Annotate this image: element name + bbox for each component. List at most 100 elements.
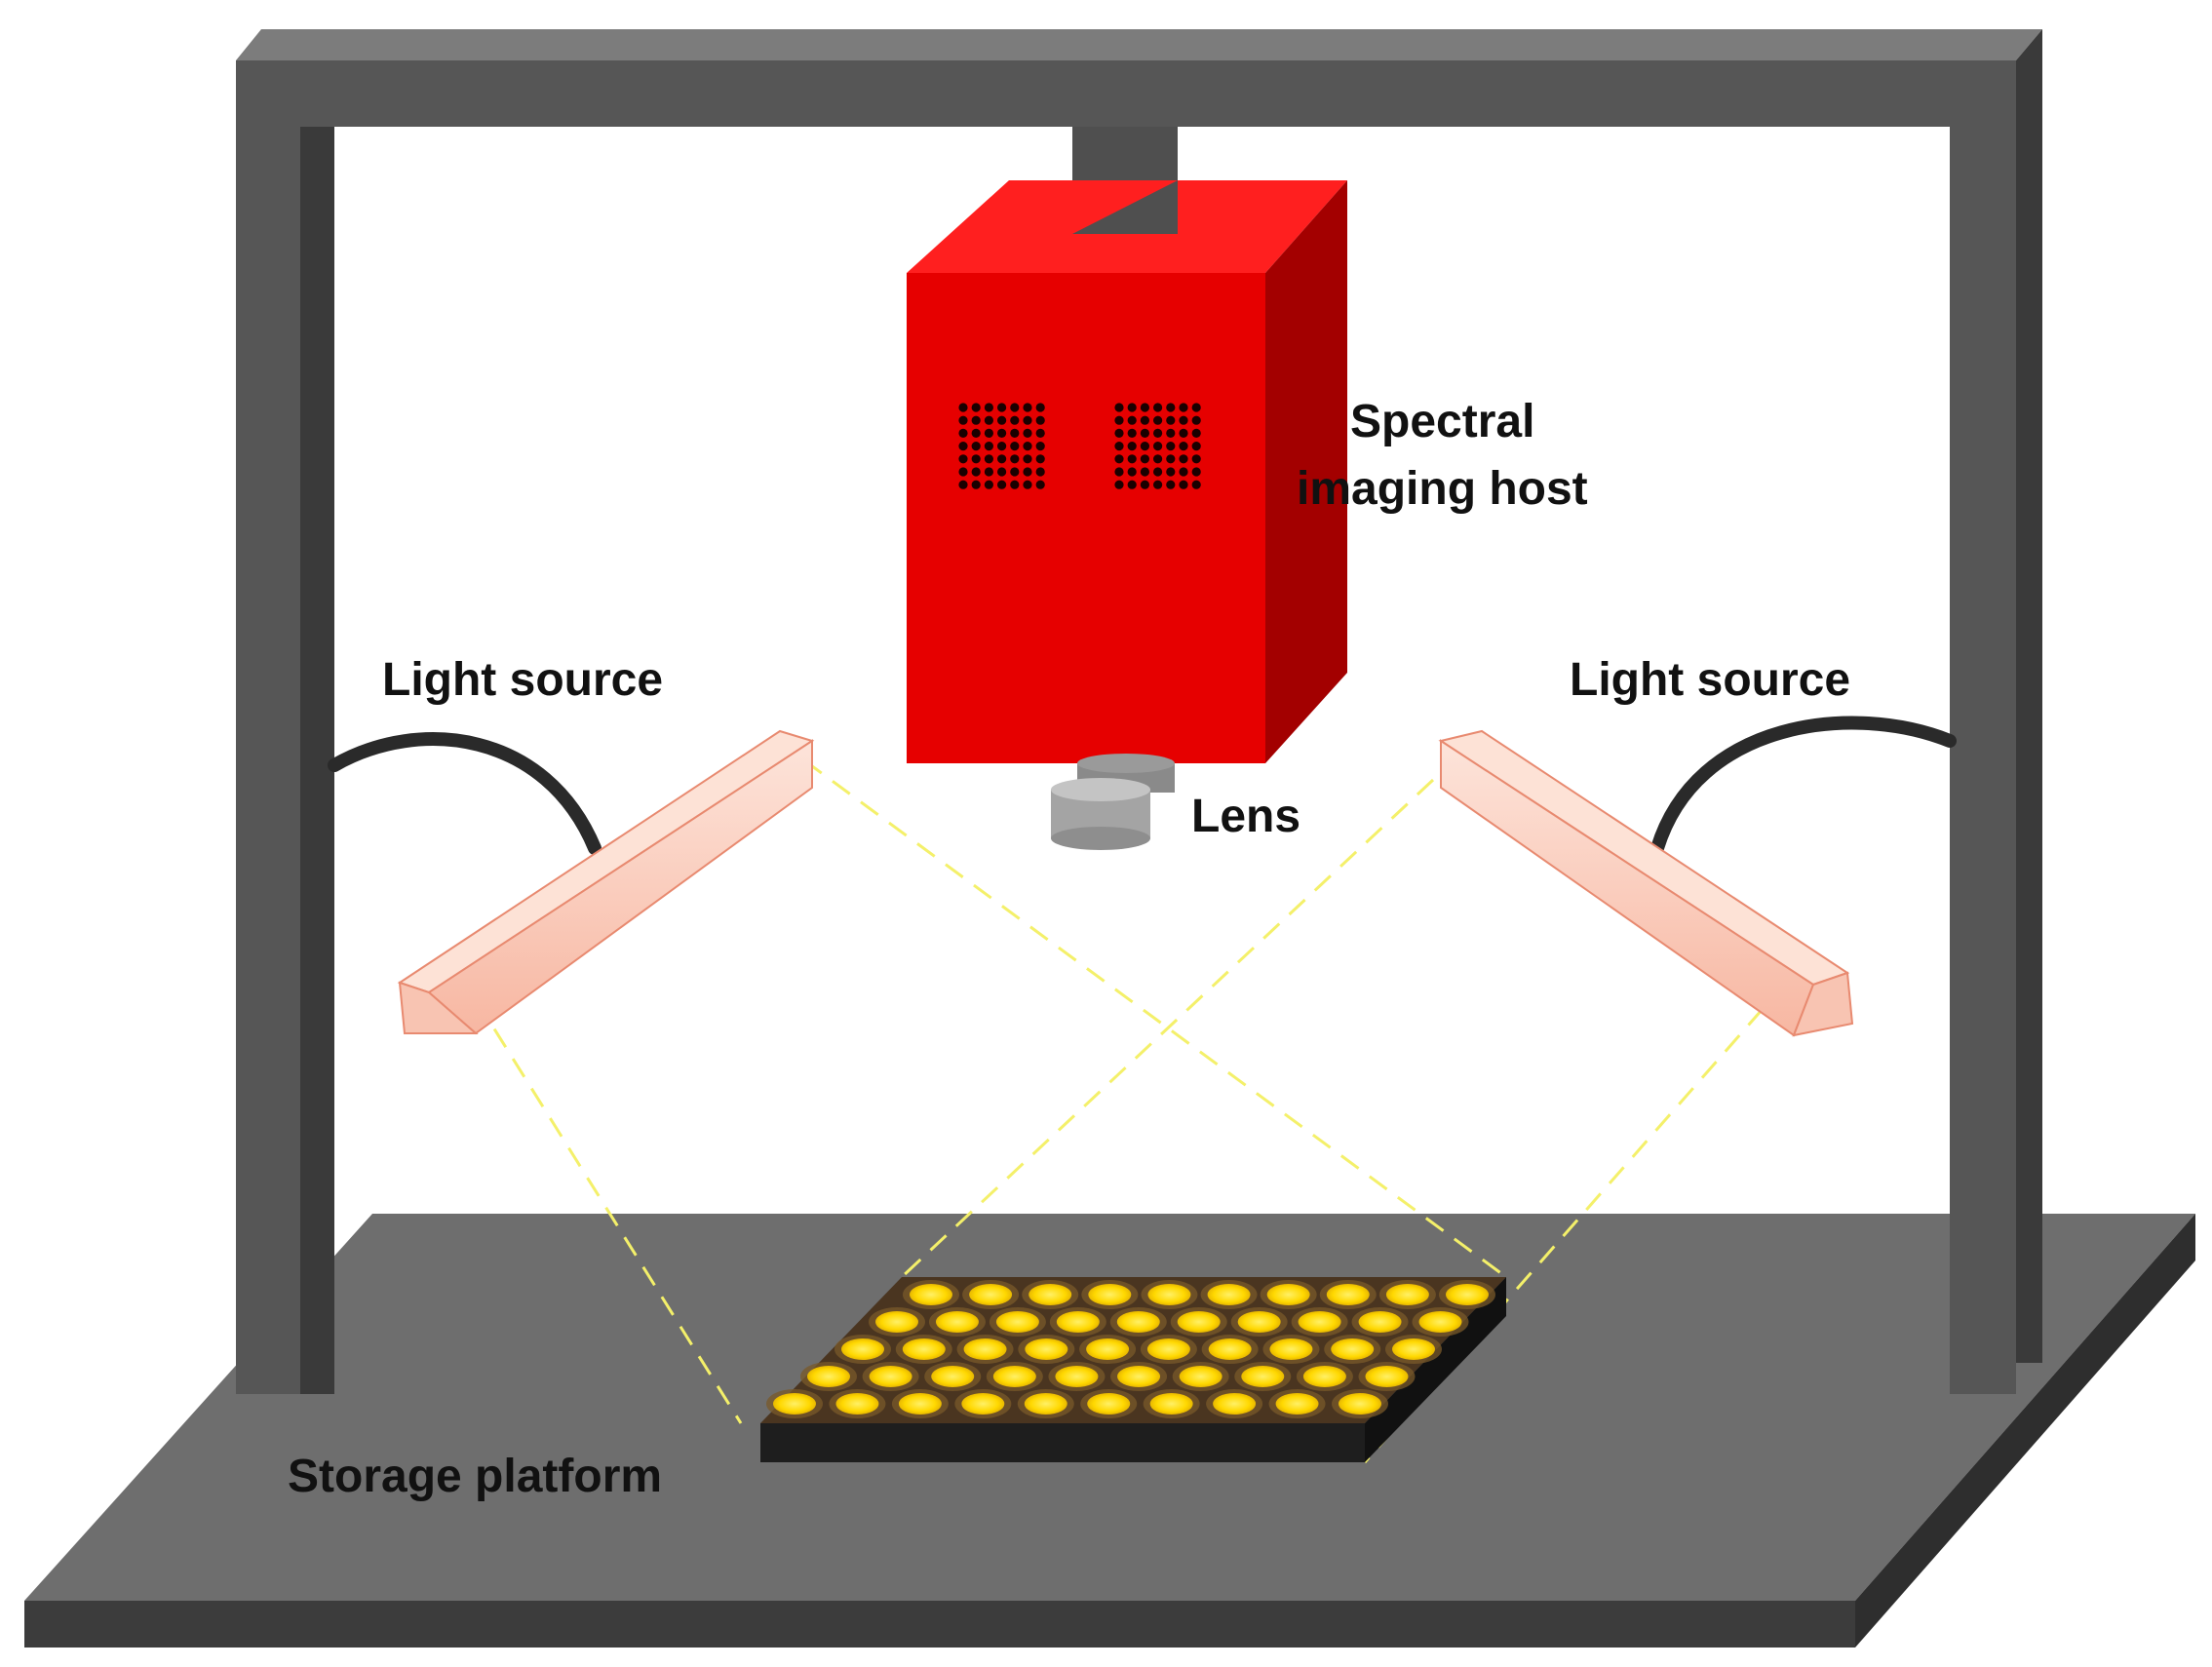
well <box>1088 1284 1132 1305</box>
vent-hole <box>1114 428 1124 438</box>
vent-hole <box>1010 467 1020 477</box>
beam-right-inner <box>900 778 1435 1279</box>
vent-hole <box>997 415 1007 425</box>
well <box>1116 1311 1160 1333</box>
well <box>835 1393 879 1415</box>
vent-hole <box>958 403 968 412</box>
right-bar-end <box>1792 971 1854 1037</box>
vent-hole <box>1035 428 1045 438</box>
vent-hole <box>1153 428 1163 438</box>
vent-hole <box>971 428 981 438</box>
vent-hole <box>997 403 1007 412</box>
vent-hole <box>958 415 968 425</box>
well <box>1339 1393 1381 1415</box>
vent-hole <box>1153 467 1163 477</box>
well <box>1086 1338 1130 1360</box>
well <box>902 1338 946 1360</box>
vent-hole <box>984 415 994 425</box>
vent-hole <box>1010 415 1020 425</box>
vent-hole <box>1023 403 1032 412</box>
vent-hole <box>997 480 1007 489</box>
well <box>875 1311 918 1333</box>
vent-hole <box>1191 428 1201 438</box>
vent-hole <box>1179 454 1188 464</box>
vent-hole <box>1114 480 1124 489</box>
vent-hole <box>1179 403 1188 412</box>
well <box>1024 1393 1067 1415</box>
well <box>1385 1284 1429 1305</box>
vent-hole <box>1166 454 1176 464</box>
well <box>963 1338 1007 1360</box>
vent-hole <box>1023 442 1032 451</box>
well <box>1275 1393 1319 1415</box>
left-bar-end <box>398 981 479 1034</box>
well <box>1358 1311 1402 1333</box>
camera-side-face <box>1265 180 1347 763</box>
label-light-source-left: Light source <box>382 654 663 706</box>
vent-hole <box>984 454 994 464</box>
frame-right-post <box>1950 127 2016 1394</box>
vent-hole <box>971 467 981 477</box>
vent-hole <box>1140 467 1149 477</box>
beam-left-inner <box>803 758 1507 1279</box>
vent-hole <box>958 454 968 464</box>
well <box>935 1311 979 1333</box>
vent-hole <box>1010 428 1020 438</box>
well <box>992 1366 1036 1387</box>
well <box>898 1393 942 1415</box>
plate-front <box>760 1423 1365 1462</box>
vent-hole <box>1114 454 1124 464</box>
cables <box>328 716 1957 855</box>
vent-hole <box>1114 442 1124 451</box>
well <box>1241 1366 1285 1387</box>
vent-hole <box>1191 454 1201 464</box>
well <box>1269 1338 1313 1360</box>
right-light-bar <box>1438 729 1854 1037</box>
vent-hole <box>1035 415 1045 425</box>
vent-hole <box>1127 442 1137 451</box>
vent-hole <box>1114 415 1124 425</box>
vent-hole <box>1023 467 1032 477</box>
label-spectral-line1: Spectral <box>1350 396 1534 447</box>
well <box>1117 1366 1161 1387</box>
frame-right-post-shade <box>2016 96 2042 1363</box>
right-bar-face <box>1440 739 1815 1037</box>
vent-hole <box>1179 480 1188 489</box>
vent-hole <box>984 467 994 477</box>
well <box>1087 1393 1131 1415</box>
camera-front-face <box>907 273 1265 763</box>
vent-hole <box>984 442 994 451</box>
frame-top-face <box>236 29 2042 60</box>
spectral-imaging-host <box>907 180 1347 763</box>
vent-hole <box>1035 403 1045 412</box>
well <box>1237 1311 1281 1333</box>
vent-hole <box>1127 403 1137 412</box>
left-cable <box>328 732 602 855</box>
lens-body-top <box>1051 778 1150 801</box>
lens-neck-top <box>1077 754 1175 773</box>
vent-hole <box>1191 480 1201 489</box>
well <box>1331 1338 1375 1360</box>
vent-hole <box>1179 442 1188 451</box>
vent-hole <box>1166 415 1176 425</box>
well <box>1207 1284 1251 1305</box>
well <box>1028 1284 1072 1305</box>
vent-hole <box>1153 480 1163 489</box>
plate-side <box>1365 1277 1506 1462</box>
vent-hole <box>1153 442 1163 451</box>
vent-hole <box>997 454 1007 464</box>
camera-mount-top <box>1072 180 1178 234</box>
well <box>1146 1338 1190 1360</box>
vent-hole <box>1010 480 1020 489</box>
vent-hole <box>1153 454 1163 464</box>
vent-hole <box>971 454 981 464</box>
well <box>1056 1311 1100 1333</box>
lens <box>1051 754 1175 850</box>
label-light-source-right: Light source <box>1570 654 1850 706</box>
well <box>1418 1311 1462 1333</box>
well <box>807 1366 850 1387</box>
vent-hole <box>1023 480 1032 489</box>
well <box>995 1311 1039 1333</box>
well <box>1326 1284 1370 1305</box>
